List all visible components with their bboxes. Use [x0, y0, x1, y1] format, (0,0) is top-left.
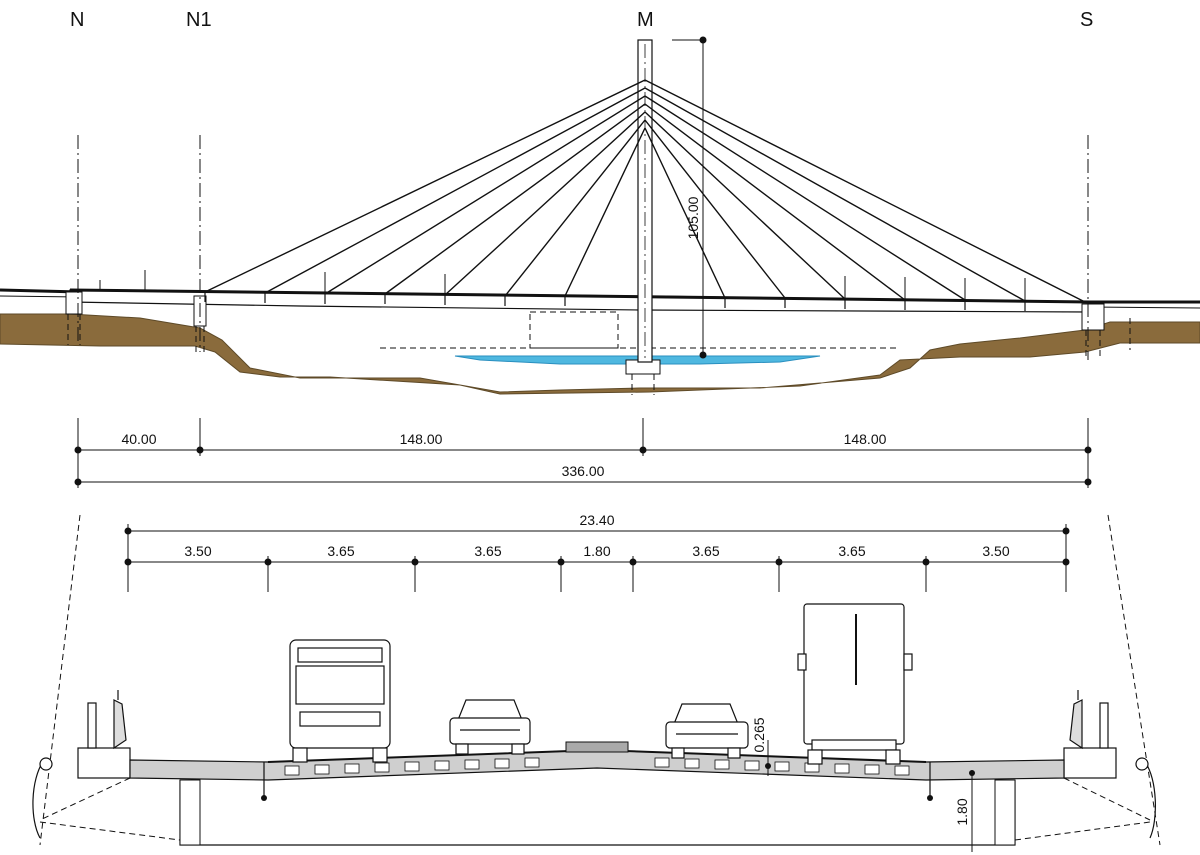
- pylon-height-label: 105.00: [685, 196, 701, 239]
- pylon-height-dot-top: [699, 36, 707, 44]
- deck-thickness-label: 0.265: [751, 717, 767, 752]
- median-barrier: [565, 741, 629, 753]
- abutment-north: [65, 291, 83, 315]
- girder-web-right: [994, 779, 1016, 846]
- lane-width-4: 3.65: [692, 543, 719, 559]
- guide-line-left: [39, 514, 81, 846]
- girder-height-dot-top: [969, 770, 975, 776]
- girder-height-label: 1.80: [954, 798, 970, 825]
- cross-section-view: 23.40 3.50 3.65 3.65 1.80 3.65 3.65 3.50: [32, 512, 1161, 852]
- span-side-label: 40.00: [121, 431, 156, 447]
- deck-top-line: [69, 288, 1091, 304]
- girder-web-left: [179, 779, 201, 846]
- ground-profile: [0, 313, 1200, 395]
- railing-left: [87, 690, 127, 750]
- deck-thickness-dot: [765, 763, 771, 769]
- girder-dashed-right: [1063, 777, 1151, 821]
- girder-dashed-bottom-left: [39, 821, 181, 841]
- median-width: 1.80: [583, 543, 610, 559]
- abutment-south: [1081, 303, 1105, 331]
- light-bracket-right: [1143, 759, 1156, 839]
- lane-width-2: 3.65: [327, 543, 354, 559]
- lane-width-6: 3.50: [982, 543, 1009, 559]
- pylon-height-dot-bottom: [699, 351, 707, 359]
- width-dimensions: [124, 524, 1070, 592]
- railing-posts: [99, 270, 1026, 301]
- lane-width-3: 3.65: [474, 543, 501, 559]
- elevation-view: N N1 M S 105.00 40.00 148.00 148.00 336.…: [0, 9, 1200, 488]
- stay-cables: [204, 79, 1086, 303]
- axis-label-m: M: [637, 9, 654, 31]
- car-left-icon: [449, 699, 531, 755]
- guide-line-right: [1107, 514, 1161, 846]
- light-fixture-left: [39, 757, 53, 771]
- girder-dashed-left: [39, 777, 131, 821]
- bus-icon: [289, 639, 391, 763]
- anchor-right-dot: [927, 795, 933, 801]
- deck-anchors: [204, 292, 1026, 311]
- span-main-left-label: 148.00: [400, 431, 443, 447]
- anchor-left-dot: [261, 795, 267, 801]
- span-total-label: 336.00: [562, 463, 605, 479]
- total-width-label: 23.40: [579, 512, 614, 528]
- span-main-right-label: 148.00: [844, 431, 887, 447]
- lane-width-5: 3.65: [838, 543, 865, 559]
- truck-icon: [797, 603, 913, 765]
- axis-label-s: S: [1080, 9, 1093, 31]
- deck-ribs: [284, 757, 910, 776]
- lane-width-1: 3.50: [184, 543, 211, 559]
- axis-label-n: N: [70, 9, 84, 31]
- approach-road-right-lower: [1089, 306, 1200, 309]
- span-dimensions: [74, 418, 1092, 488]
- light-fixture-right: [1135, 757, 1149, 771]
- girder-dashed-bottom-right: [1014, 821, 1151, 841]
- axis-label-n1: N1: [186, 9, 212, 31]
- deck-slab: [129, 749, 1065, 781]
- box-girder: [179, 780, 1016, 846]
- edge-beam-left: [77, 747, 131, 779]
- edge-beam-right: [1063, 747, 1117, 779]
- railing-right: [1069, 690, 1109, 750]
- car-right-icon: [665, 703, 749, 759]
- dashed-pier-outline: [529, 311, 619, 349]
